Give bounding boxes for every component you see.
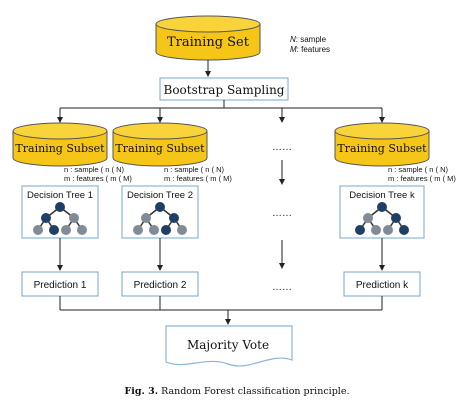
training-set-label: Training Set	[167, 35, 250, 50]
bootstrap-sampling-box: Bootstrap Sampling	[159, 77, 289, 101]
prediction-label-2: Prediction 2	[134, 280, 187, 291]
ellipsis-subsets: ……	[272, 142, 292, 153]
subset-note-sample-k: n : sample ( n ( N)	[388, 165, 449, 174]
prediction-box-k: Prediction k	[343, 271, 421, 297]
decision-tree-box-k: Decision Tree k	[339, 185, 425, 239]
decision-tree-label-1: Decision Tree 1	[27, 190, 93, 201]
majority-vote-label: Majority Vote	[187, 338, 269, 352]
training-set-note-n: N: sample	[290, 35, 327, 44]
ellipsis-trees: ……	[272, 208, 292, 219]
ellipsis-predictions: ……	[272, 282, 292, 293]
prediction-box-1: Prediction 1	[21, 271, 99, 297]
figure-caption: Fig. 3. Random Forest classification pri…	[125, 386, 350, 397]
training-subset-cylinder-1: Training Subset	[12, 122, 108, 167]
majority-vote-box: Majority Vote	[165, 325, 293, 367]
prediction-box-2: Prediction 2	[121, 271, 199, 297]
subset-note-sample-1: n : sample ( n ( N)	[64, 165, 125, 174]
training-set-cylinder: Training Set	[155, 15, 261, 61]
bootstrap-sampling-label: Bootstrap Sampling	[164, 83, 285, 97]
decision-tree-box-1: Decision Tree 1	[21, 185, 99, 239]
decision-tree-label-k: Decision Tree k	[349, 190, 415, 201]
prediction-label-k: Prediction k	[356, 280, 409, 291]
training-subset-label-1: Training Subset	[15, 142, 105, 155]
decision-tree-box-2: Decision Tree 2	[121, 185, 199, 239]
training-subset-cylinder-k: Training Subset	[334, 122, 430, 167]
training-set-note-m: M: features	[290, 45, 330, 54]
training-subset-label-2: Training Subset	[115, 142, 205, 155]
subset-note-features-k: m : features ( m ( M)	[388, 174, 456, 183]
subset-note-sample-2: n : sample ( n ( N)	[164, 165, 225, 174]
training-subset-cylinder-2: Training Subset	[112, 122, 208, 167]
prediction-label-1: Prediction 1	[34, 280, 87, 291]
training-subset-label-k: Training Subset	[337, 142, 427, 155]
subset-note-features-2: m : features ( m ( M)	[164, 174, 232, 183]
merge-connector	[59, 296, 383, 325]
branch-connector	[57, 100, 385, 123]
decision-tree-label-2: Decision Tree 2	[127, 190, 193, 201]
subset-note-features-1: m : features ( m ( M)	[64, 174, 132, 183]
